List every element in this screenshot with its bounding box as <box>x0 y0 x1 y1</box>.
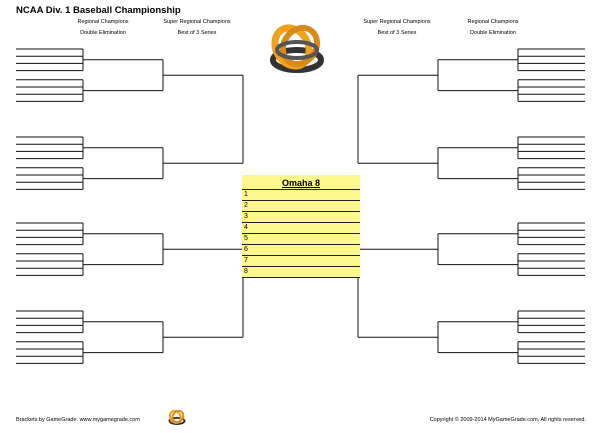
header-right-super: Super Regional Champions Best of 3 Serie… <box>352 19 442 36</box>
omaha-slot-number: 4 <box>244 224 248 231</box>
omaha-slot-line[interactable] <box>242 189 360 190</box>
omaha-slot-number: 3 <box>244 213 248 220</box>
header-left-regional-line1: Regional Champions <box>77 19 129 25</box>
omaha-slot-number: 8 <box>244 268 248 275</box>
header-left-regional: Regional Champions Double Elimination <box>58 19 148 36</box>
header-right-regional: Regional Champions Double Elimination <box>448 19 538 36</box>
omaha-slot-line[interactable] <box>242 200 360 201</box>
header-left-super-line2: Best of 3 Series <box>177 30 217 36</box>
omaha-slot-number: 6 <box>244 246 248 253</box>
header-left-super: Super Regional Champions Best of 3 Serie… <box>152 19 242 36</box>
omaha-slot-line[interactable] <box>242 222 360 223</box>
omaha-box <box>242 175 360 277</box>
omaha-slot-number: 2 <box>244 202 248 209</box>
omaha-slot-line[interactable] <box>242 255 360 256</box>
header-right-regional-line2: Double Elimination <box>470 30 516 36</box>
omaha-slot-line[interactable] <box>242 277 360 278</box>
omaha-title: Omaha 8 <box>281 178 321 188</box>
omaha-slot-line[interactable] <box>242 211 360 212</box>
header-right-super-line2: Best of 3 Series <box>377 30 417 36</box>
gamegrade-logo-small-icon <box>168 409 186 426</box>
gamegrade-logo-icon <box>270 24 324 73</box>
omaha-slot-line[interactable] <box>242 244 360 245</box>
omaha-slot-line[interactable] <box>242 233 360 234</box>
footer-copyright: Copyright © 2009-2014 MyGameGrade.com. A… <box>429 417 586 423</box>
omaha-slot-number: 7 <box>244 257 248 264</box>
footer-credit: Brackets by GameGrade. www.mygamegrade.c… <box>16 417 140 423</box>
omaha-slot-line[interactable] <box>242 266 360 267</box>
page-title: NCAA Div. 1 Baseball Championship <box>16 5 181 16</box>
header-left-regional-line2: Double Elimination <box>80 30 126 36</box>
header-right-super-line1: Super Regional Champions <box>363 19 431 25</box>
header-right-regional-line1: Regional Champions <box>467 19 519 25</box>
omaha-slot-number: 5 <box>244 235 248 242</box>
omaha-slot-number: 1 <box>244 191 248 198</box>
header-left-super-line1: Super Regional Champions <box>163 19 231 25</box>
